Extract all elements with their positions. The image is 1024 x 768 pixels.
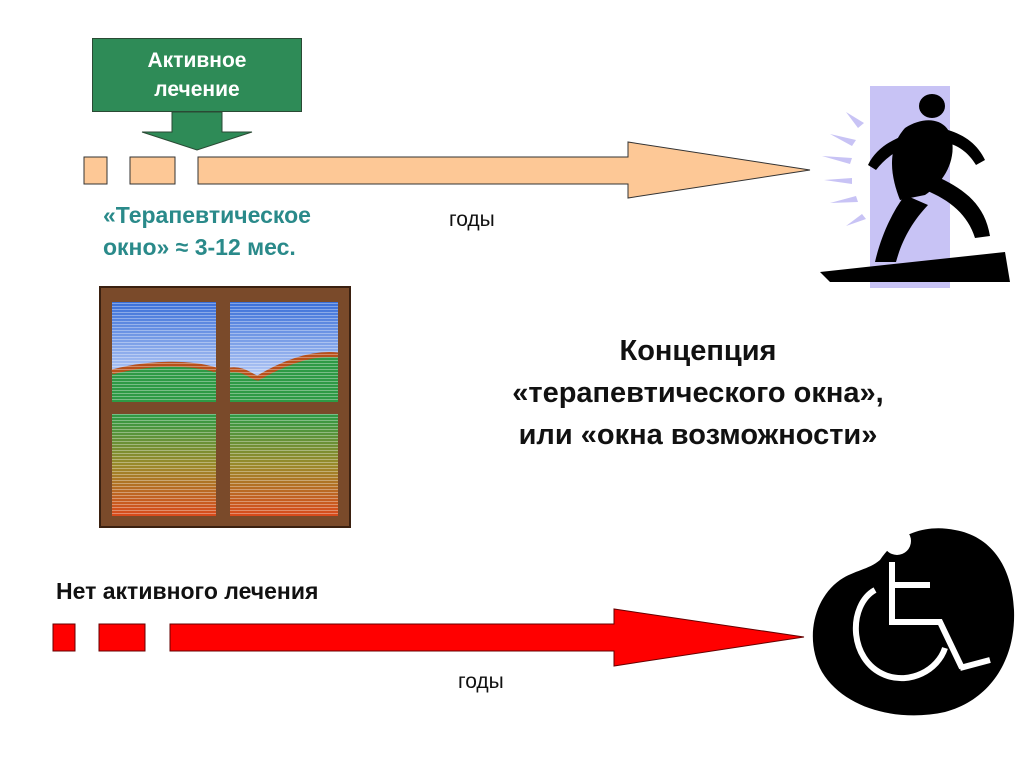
top-timeline-arrow	[197, 141, 811, 199]
active-treatment-line1: Активное	[147, 49, 247, 72]
bottom-timeline-arrow	[169, 608, 805, 667]
top-years-label: годы	[449, 208, 495, 231]
bottom-dash-1	[52, 623, 76, 652]
runner-icon	[820, 86, 1010, 288]
bottom-dash-2	[98, 623, 146, 652]
no-treatment-label: Нет активного лечения	[56, 578, 319, 604]
active-treatment-line2: лечение	[154, 78, 240, 101]
active-treatment-pointer	[141, 111, 253, 151]
therapeutic-window-line2: окно» ≈ 3-12 мес.	[103, 234, 296, 260]
window-picture	[99, 286, 351, 528]
wheelchair-icon	[812, 527, 1015, 716]
active-treatment-box: Активное лечение	[92, 38, 302, 112]
concept-title: Концепция «терапевтического окна», или «…	[468, 330, 928, 456]
concept-line2: «терапевтического окна»,	[512, 377, 884, 409]
therapeutic-window-label: «Терапевтическое окно» ≈ 3-12 мес.	[103, 199, 311, 263]
concept-line1: Концепция	[619, 335, 777, 367]
therapeutic-window-line1: «Терапевтическое	[103, 202, 311, 228]
concept-line3: или «окна возможности»	[518, 419, 878, 451]
top-dash-2	[129, 156, 176, 185]
bottom-years-label: годы	[458, 670, 504, 693]
top-dash-1	[83, 156, 108, 185]
